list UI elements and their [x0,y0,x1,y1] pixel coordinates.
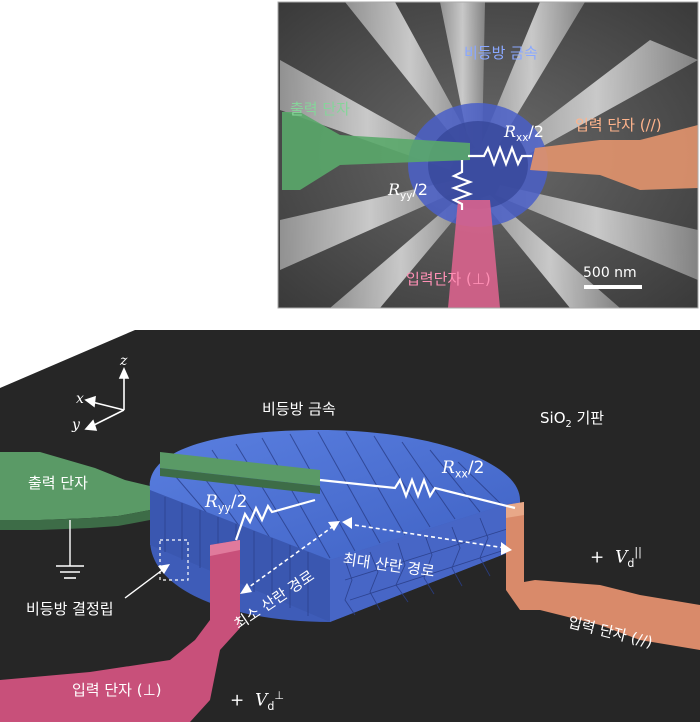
sem-output-label: 출력 단자 [290,100,350,118]
axis-z-label: z [120,353,128,369]
sem-input-par-arm [530,125,698,190]
ryy-resistor [234,498,316,541]
scale-bar-line [584,285,642,289]
sem-rxx-label: Rxx/2 [504,122,544,145]
device-metal-label: 비등방 금속 [262,400,336,418]
axis-x-label: x [76,391,84,407]
max-path-arrow [347,523,506,549]
sem-ryy-label: Ryy/2 [388,180,428,203]
device-ryy-label: Ryy/2 [205,492,248,515]
sem-input-perp-label: 입력단자 (⊥) [406,270,491,288]
scale-bar-label: 500 nm [583,265,637,281]
sem-image [278,2,698,308]
device-input-perp-label: 입력 단자 (⊥) [72,681,162,699]
output-electrode [0,452,150,579]
axis-y-label: y [72,417,80,433]
vd-par-label: + Vd|| [590,546,642,571]
output-top-bar [160,452,320,486]
sem-output-arm [282,112,470,190]
rxx-resistor [319,476,516,510]
input-perp-electrode [0,540,240,722]
device-output-label: 출력 단자 [28,474,88,492]
vd-perp-label: + Vd⊥ [230,689,284,714]
sem-metal-label: 비등방 금속 [464,44,538,62]
sem-ryy-resistor [450,160,474,210]
min-path-arrow [244,524,336,591]
substrate-label: SiO2 기판 [540,409,605,430]
device-rxx-label: Rxx/2 [442,458,485,481]
grain-label: 비등방 결정립 [26,600,114,618]
sem-input-par-label: 입력 단자 (//) [575,116,662,134]
grain-pointer [124,567,166,599]
sem-rxx-resistor [468,144,532,168]
axes-icon [84,367,130,431]
sem-input-perp-arm [448,200,500,308]
